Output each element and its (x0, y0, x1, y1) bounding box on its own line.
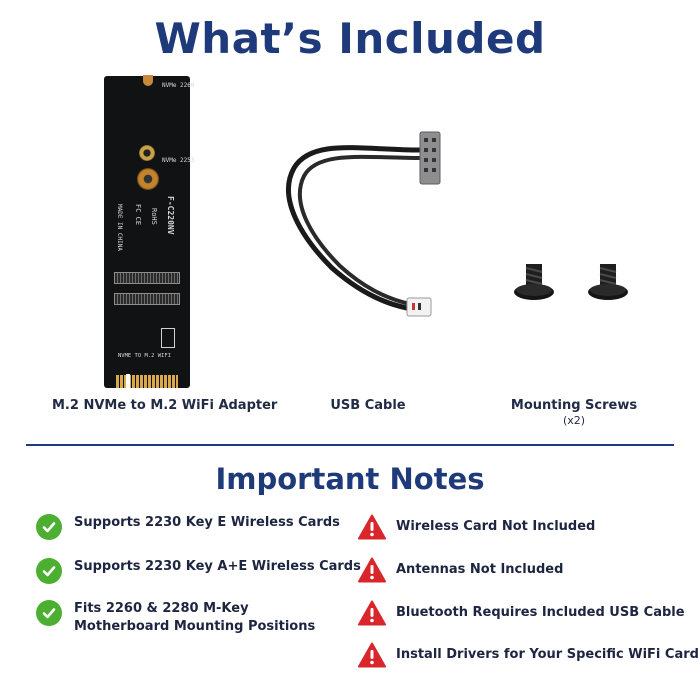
screws-caption: Mounting Screws (x2) (504, 398, 644, 427)
board-made-in-label: MADE IN CHINA (116, 204, 123, 251)
section-divider (26, 444, 674, 446)
warning-note-text: Bluetooth Requires Included USB Cable (396, 605, 685, 620)
board-model-label: F-C220NV (166, 196, 175, 235)
warning-triangle-icon (358, 557, 386, 583)
notes-title: Important Notes (215, 462, 485, 496)
board-m2-slot-bottom (114, 293, 180, 305)
board-mount-hole-2253 (137, 168, 159, 190)
positive-note-text: Supports 2230 Key E Wireless Cards (74, 514, 340, 532)
m2-adapter-board-image: NVMe 2260 NVMe 2253 F-C220NV RoHS FC CE … (104, 75, 195, 388)
warning-note: Wireless Card Not Included (358, 514, 595, 540)
board-chip (161, 328, 175, 348)
adapter-caption: M.2 NVMe to M.2 WiFi Adapter (52, 398, 278, 413)
check-circle-icon (36, 514, 62, 540)
positive-note-line1: Fits 2260 & 2280 M-Key (74, 601, 249, 616)
check-circle-icon (36, 558, 62, 584)
warning-note: Antennas Not Included (358, 557, 563, 583)
board-bottom-label: NVME TO M.2 WIFI (118, 353, 171, 359)
screws-quantity: (x2) (562, 414, 586, 427)
warning-triangle-icon (358, 642, 386, 668)
positive-note-line1: Supports 2230 Key A+E Wireless Cards (74, 559, 361, 574)
board-notch (143, 75, 153, 86)
positive-note-line1: Supports 2230 Key E Wireless Cards (74, 515, 340, 530)
board-fcc-label: FC CE (134, 204, 142, 226)
positive-note-line2: Motherboard Mounting Positions (74, 619, 316, 634)
page-title: What’s Included (154, 14, 546, 63)
screw-image-1 (514, 264, 554, 300)
screws-caption-label: Mounting Screws (510, 398, 638, 413)
positive-note-text: Fits 2260 & 2280 M-Key Motherboard Mount… (74, 600, 315, 636)
screw-image-2 (588, 264, 628, 300)
board-gold-fingers (116, 375, 178, 388)
warning-note-text: Install Drivers for Your Specific WiFi C… (396, 647, 699, 662)
warning-note-text: Wireless Card Not Included (396, 519, 596, 534)
board-mount-hole-2260 (139, 145, 155, 161)
board-key-notch (126, 374, 130, 388)
warning-triangle-icon (358, 600, 386, 626)
check-circle-icon (36, 600, 62, 626)
cable-caption: USB Cable (330, 398, 406, 413)
warning-note: Install Drivers for Your Specific WiFi C… (358, 642, 699, 668)
board-silk-top: NVMe 2260 (162, 82, 195, 89)
board-rohs-label: RoHS (150, 208, 158, 225)
positive-note: Fits 2260 & 2280 M-Key Motherboard Mount… (36, 600, 315, 636)
board-m2-slot-top (114, 272, 180, 284)
positive-note: Supports 2230 Key E Wireless Cards (36, 514, 340, 540)
positive-note: Supports 2230 Key A+E Wireless Cards (36, 558, 361, 584)
warning-note-text: Antennas Not Included (396, 562, 564, 577)
usb-cable-image (286, 131, 441, 317)
positive-note-text: Supports 2230 Key A+E Wireless Cards (74, 558, 361, 576)
warning-triangle-icon (358, 514, 386, 540)
board-silk-mid: NVMe 2253 (162, 157, 195, 164)
warning-note: Bluetooth Requires Included USB Cable (358, 600, 685, 626)
